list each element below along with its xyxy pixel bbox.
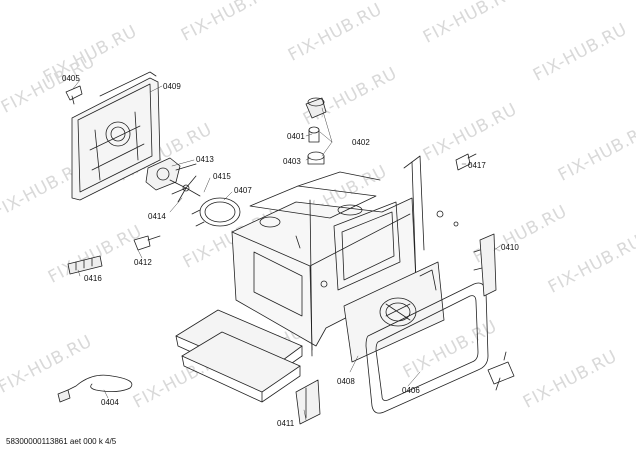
side-bracket-part-0410 <box>473 233 497 297</box>
part-label: 0406 <box>402 386 420 395</box>
part-label: 0401 <box>287 132 305 141</box>
bottom-tray-part <box>175 309 303 403</box>
part-label: 0413 <box>196 155 214 164</box>
document-footer-id: 58300000113861 aet 000 k 4/5 <box>6 437 117 446</box>
part-label: 0405 <box>62 74 80 83</box>
inner-door-panel-part <box>343 261 445 363</box>
hinge-part <box>487 351 515 391</box>
part-label: 0410 <box>501 243 519 252</box>
heating-element-part <box>191 197 241 227</box>
part-label: 0411 <box>277 419 295 428</box>
part-label: 0409 <box>163 82 181 91</box>
control-knob-part <box>305 97 327 119</box>
part-label: 0407 <box>234 186 252 195</box>
oven-body-part <box>231 155 425 357</box>
fan-blade-part <box>169 175 201 203</box>
thermostat-part <box>455 153 477 171</box>
part-label: 0417 <box>468 161 486 170</box>
part-label: 0415 <box>213 172 231 181</box>
screw-part <box>320 210 459 288</box>
knob-ring-part <box>307 151 325 165</box>
sensor-part-0412 <box>133 235 161 251</box>
power-cable-part <box>57 374 133 403</box>
part-label: 0404 <box>101 398 119 407</box>
fan-motor-part <box>145 157 197 191</box>
part-label: 0416 <box>84 274 102 283</box>
terminal-block-part <box>67 255 103 275</box>
part-label: 0408 <box>337 377 355 386</box>
clip-part-0405 <box>65 85 83 105</box>
knob-insert-part <box>308 126 320 143</box>
part-label: 0402 <box>352 138 370 147</box>
part-label: 0414 <box>148 212 166 221</box>
part-label: 0412 <box>134 258 152 267</box>
hinge-bracket-part-0411 <box>295 379 321 425</box>
back-panel-part <box>71 71 161 201</box>
part-label: 0403 <box>283 157 301 166</box>
